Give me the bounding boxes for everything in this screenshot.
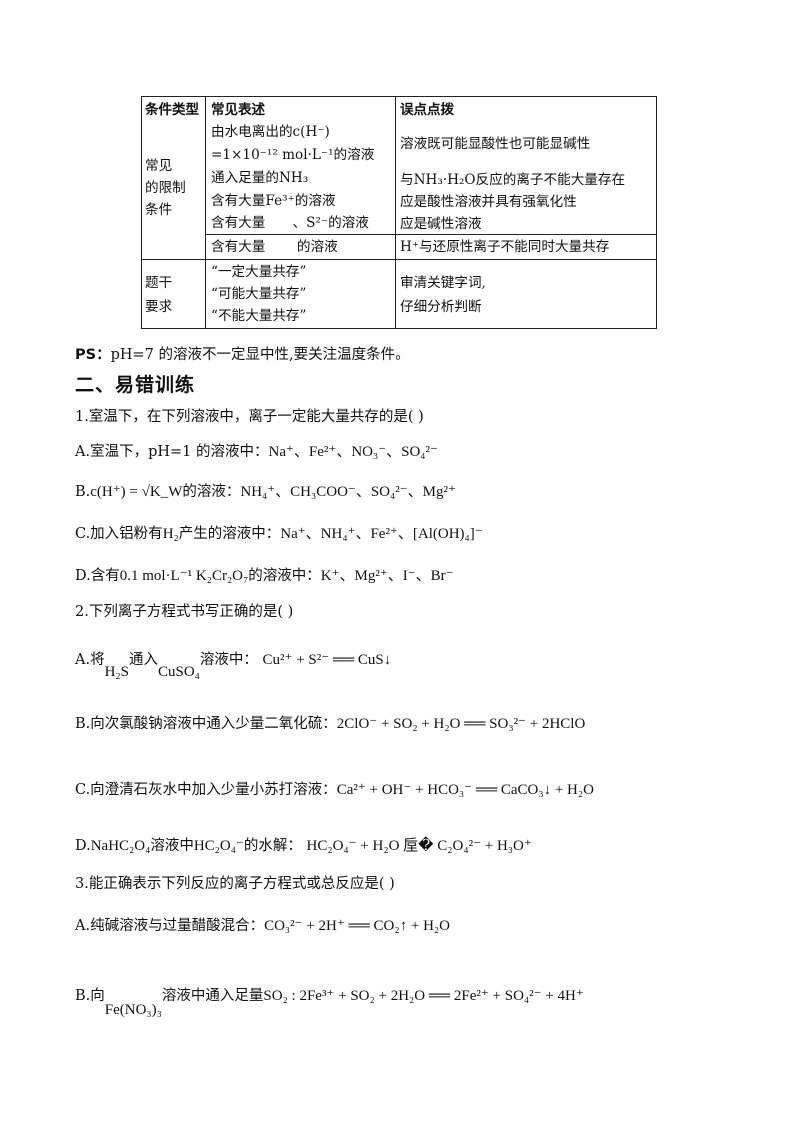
- equation: 2ClO⁻ + SO₂ + H₂O ══ SO₃²⁻ + 2HClO: [336, 716, 586, 732]
- table-header-type: 条件类型: [145, 102, 199, 118]
- question-1-option-c: C.加入铝粉有H₂产生的溶液中：Na⁺、NH₄⁺、Fe²⁺、[Al(OH)₄]⁻: [75, 526, 483, 542]
- condition-formula: 0.1 mol·L⁻¹ K₂Cr₂O₇: [119, 568, 249, 584]
- table-cell-desc: “可能大量共存”: [211, 286, 307, 302]
- condition-formula: c(H⁺) = √K_W: [90, 484, 183, 500]
- table-cell-note: 溶液既可能显酸性也可能显碱性: [400, 136, 591, 152]
- question-2-stem: 2.下列离子方程式书写正确的是( ): [75, 604, 294, 620]
- question-2-option-c: C.向澄清石灰水中加入少量小苏打溶液：Ca²⁺ + OH⁻ + HCO₃⁻ ══…: [75, 782, 594, 798]
- table-header-desc: 常见表述: [211, 102, 265, 118]
- table-cell-desc: 含有大量Fe³⁺的溶液: [211, 193, 336, 209]
- question-1-option-a: A.室温下，pH=1 的溶液中：Na⁺、Fe²⁺、NO₃⁻、SO₄²⁻: [75, 444, 438, 460]
- question-2-option-b: B.向次氯酸钠溶液中通入少量二氧化硫：2ClO⁻ + SO₂ + H₂O ══ …: [75, 716, 586, 732]
- ion-list: Na⁺、Fe²⁺、NO₃⁻、SO₄²⁻: [268, 444, 438, 460]
- group-label-requirement: 题干 要求: [145, 275, 173, 315]
- table-cell-note: 应是碱性溶液: [400, 216, 482, 232]
- equation: CO₃²⁻ + 2H⁺ ══ CO₂↑ + H₂O: [264, 918, 450, 934]
- formula-ion: HC₂O₄⁻: [193, 838, 244, 854]
- formula-salt: NaHC₂O₄: [90, 838, 151, 854]
- question-1-option-b: B.c(H⁺) = √K_W的溶液：NH₄⁺、CH₃COO⁻、SO₄²⁻、Mg²…: [75, 484, 456, 500]
- ion-list: NH₄⁺、CH₃COO⁻、SO₄²⁻、Mg²⁺: [240, 484, 456, 500]
- table-cell-note: 审清关键字词,: [400, 275, 486, 291]
- table-row-divider: [142, 259, 656, 261]
- section-title: 二、易错训练: [75, 374, 196, 396]
- ps-text: pH=7 的溶液不一定显中性,要关注温度条件。: [110, 347, 410, 363]
- table-cell-desc: “不能大量共存”: [211, 308, 307, 324]
- table-cell-desc: 通入足量的NH₃: [211, 170, 309, 186]
- equation: HC₂O₄⁻ + H₂O 垕� C₂O₄²⁻ + H₃O⁺: [306, 838, 532, 854]
- equation: Ca²⁺ + OH⁻ + HCO₃⁻ ══ CaCO₃↓ + H₂O: [336, 782, 594, 798]
- question-3-option-b: B.向Fe(NO₃)₃溶液中通入足量SO₂ : 2Fe³⁺ + SO₂ + 2H…: [75, 988, 584, 1018]
- condition-table: 条件类型 常见表述 误点点拨 常见 的限制 条件 由水电离出的c(H⁻) =1×…: [141, 96, 657, 329]
- ion-list: K⁺、Mg²⁺、I⁻、Br⁻: [320, 568, 454, 584]
- formula-h2: H₂: [162, 526, 179, 542]
- ps-note: PS：pH=7 的溶液不一定显中性,要关注温度条件。: [75, 343, 410, 364]
- ps-label: PS：: [75, 347, 111, 363]
- formula-cuso4: CuSO₄: [158, 664, 200, 680]
- question-3-stem: 3.能正确表示下列反应的离子方程式或总反应是( ): [75, 876, 395, 892]
- ion-list: Na⁺、NH₄⁺、Fe²⁺、[Al(OH)₄]⁻: [280, 526, 483, 542]
- table-col-divider: [395, 97, 397, 328]
- table-cell-desc: 含有大量 的溶液: [211, 239, 338, 255]
- table-cell-desc: 含有大量 、S²⁻的溶液: [211, 215, 369, 231]
- table-cell-desc: “一定大量共存”: [211, 264, 307, 280]
- question-1-stem: 1.室温下，在下列溶液中，离子一定能大量共存的是( ): [75, 409, 424, 425]
- question-2-option-a: A.将H₂S通入CuSO₄溶液中： Cu²⁺ + S²⁻ ══ CuS↓: [75, 652, 392, 680]
- table-cell-note: H⁺与还原性离子不能同时大量共存: [400, 239, 610, 255]
- table-header-note: 误点点拨: [400, 102, 454, 118]
- table-cell-desc: =1×10⁻¹² mol·L⁻¹的溶液: [211, 147, 375, 163]
- formula-salt: Fe(NO₃)₃: [104, 1002, 162, 1018]
- table-cell-note: 应是酸性溶液并具有强氧化性: [400, 194, 577, 210]
- table-cell-note: 与NH₃·H₂O反应的离子不能大量存在: [400, 172, 626, 188]
- equation: SO₂ : 2Fe³⁺ + SO₂ + 2H₂O ══ 2Fe²⁺ + SO₄²…: [263, 988, 584, 1004]
- question-3-option-a: A.纯碱溶液与过量醋酸混合：CO₃²⁻ + 2H⁺ ══ CO₂↑ + H₂O: [75, 918, 450, 934]
- table-cell-desc: 由水电离出的c(H⁻): [211, 124, 330, 140]
- table-row-divider: [205, 234, 656, 235]
- equation: Cu²⁺ + S²⁻ ══ CuS↓: [262, 652, 392, 668]
- table-col-divider: [205, 97, 207, 328]
- question-2-option-d: D.NaHC₂O₄溶液中HC₂O₄⁻的水解： HC₂O₄⁻ + H₂O 垕� C…: [75, 838, 532, 854]
- table-cell-note: 仔细分析判断: [400, 299, 482, 315]
- group-label-limits: 常见 的限制 条件: [145, 158, 186, 218]
- formula-h2s: H₂S: [104, 664, 129, 680]
- question-1-option-d: D.含有0.1 mol·L⁻¹ K₂Cr₂O₇的溶液中：K⁺、Mg²⁺、I⁻、B…: [75, 568, 454, 584]
